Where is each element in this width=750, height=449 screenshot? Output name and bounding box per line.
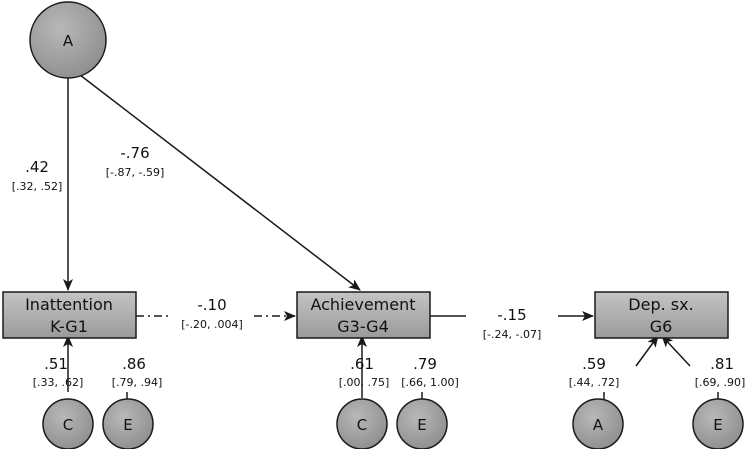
coef-depression-a: .59 xyxy=(582,355,606,373)
path-depression-a-arrow xyxy=(635,335,659,367)
ci-inattention-achievement: [-.20, .004] xyxy=(181,318,243,331)
box-achievement: Achievement G3-G4 xyxy=(296,291,431,339)
path-a-to-achievement xyxy=(79,74,361,291)
ci-inattention-c: [.33, .62] xyxy=(33,376,84,389)
coef-a-inattention: .42 xyxy=(25,158,49,176)
inattention-line1: Inattention xyxy=(25,295,113,314)
depression-line1: Dep. sx. xyxy=(628,295,693,314)
depression-e-label: E xyxy=(713,416,722,434)
coef-depression-e: .81 xyxy=(710,355,734,373)
latent-a-circle xyxy=(29,1,107,79)
depression-a-label: A xyxy=(593,416,604,434)
depression-a-circle xyxy=(572,398,624,449)
inattention-line2: K-G1 xyxy=(50,317,88,336)
box-inattention: Inattention K-G1 xyxy=(2,291,137,339)
achievement-c-label: C xyxy=(357,416,367,434)
ci-depression-e: [.69, .90] xyxy=(695,376,746,389)
inattention-c-circle xyxy=(42,398,94,449)
inattention-e-label: E xyxy=(123,416,132,434)
coef-inattention-c: .51 xyxy=(44,355,68,373)
path-depression-e-arrow xyxy=(661,335,691,367)
ci-a-achievement: [-.87, -.59] xyxy=(106,166,165,179)
depression-line2: G6 xyxy=(650,317,673,336)
ci-achievement-e: [.66, 1.00] xyxy=(401,376,459,389)
inattention-e-circle xyxy=(102,398,154,449)
inattention-c-label: C xyxy=(63,416,73,434)
achievement-e-label: E xyxy=(417,416,426,434)
ci-depression-a: [.44, .72] xyxy=(569,376,620,389)
box-depression: Dep. sx. G6 xyxy=(594,291,729,339)
coef-achievement-depression: -.15 xyxy=(497,306,526,324)
coef-inattention-achievement: -.10 xyxy=(197,296,226,314)
achievement-line1: Achievement xyxy=(310,295,415,314)
coef-achievement-c: .61 xyxy=(350,355,374,373)
ci-achievement-c: [.00, .75] xyxy=(339,376,390,389)
ci-achievement-depression: [-.24, -.07] xyxy=(483,328,542,341)
ci-inattention-e: [.79, .94] xyxy=(112,376,163,389)
achievement-e-circle xyxy=(396,398,448,449)
coef-a-achievement: -.76 xyxy=(120,144,149,162)
coef-achievement-e: .79 xyxy=(413,355,437,373)
achievement-c-circle xyxy=(336,398,388,449)
ci-a-inattention: [.32, .52] xyxy=(12,180,63,193)
depression-e-circle xyxy=(692,398,744,449)
latent-a-label: A xyxy=(63,32,74,50)
coef-inattention-e: .86 xyxy=(122,355,146,373)
achievement-line2: G3-G4 xyxy=(337,317,389,336)
